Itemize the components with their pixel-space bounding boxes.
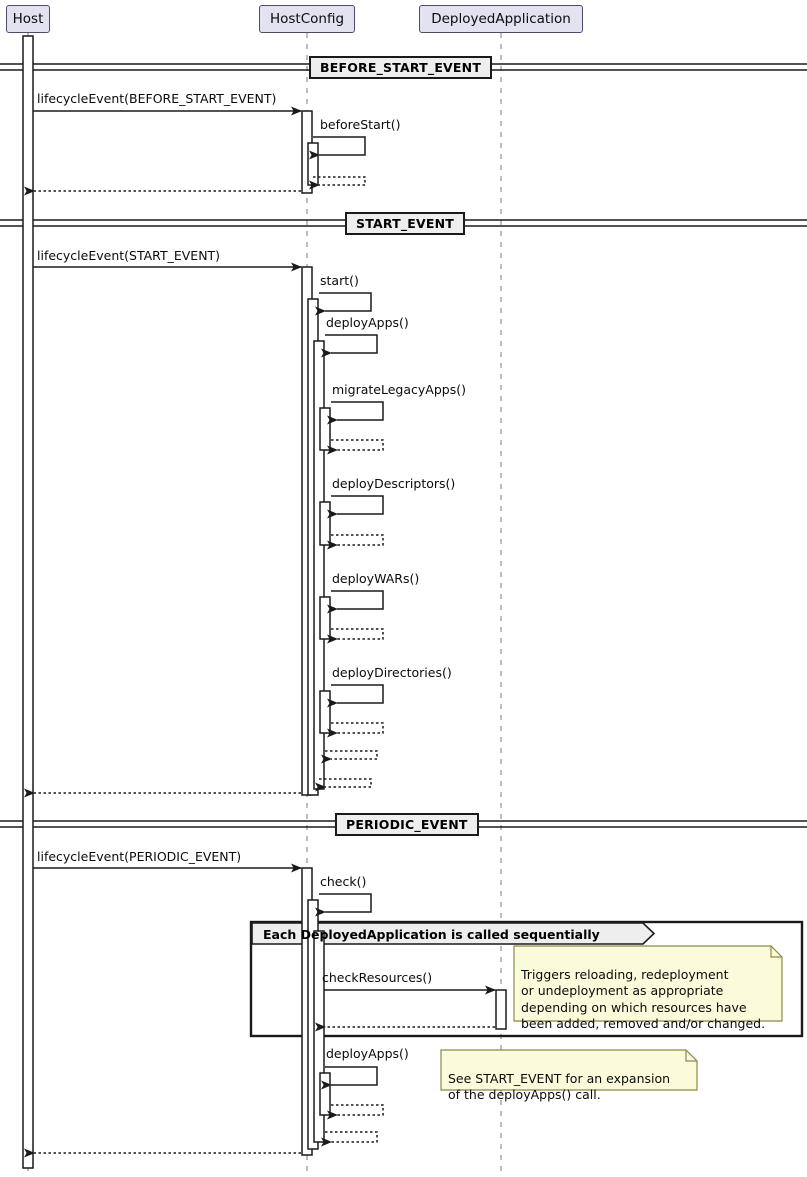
- message-label-lifecycle-periodic: lifecycleEvent(PERIODIC_EVENT): [37, 850, 241, 864]
- message-text: start(): [320, 273, 359, 288]
- divider-label-text: PERIODIC_EVENT: [346, 817, 468, 832]
- message-text: lifecycleEvent(START_EVENT): [37, 248, 221, 263]
- message-label-deployapps: deployApps(): [326, 316, 409, 330]
- dividers-group: [0, 63, 807, 828]
- message-label-before-start: beforeStart(): [320, 118, 401, 132]
- note-content: See START_EVENT for an expansion of the …: [448, 1070, 671, 1103]
- note-content: Triggers reloading, redeployment or unde…: [521, 966, 766, 1032]
- message-label-check: check(): [320, 875, 366, 889]
- group-title-text: Each DeployedApplication is called seque…: [263, 927, 600, 942]
- message-text: lifecycleEvent(BEFORE_START_EVENT): [37, 91, 277, 106]
- message-text: migrateLegacyApps(): [332, 382, 466, 397]
- divider-label-text: START_EVENT: [356, 216, 455, 231]
- divider-before-start-event: BEFORE_START_EVENT: [309, 56, 493, 79]
- message-text: check(): [320, 874, 367, 889]
- message-text: deployApps(): [326, 315, 409, 330]
- participant-host-top[interactable]: Host: [6, 5, 50, 33]
- note-text-deployapps: See START_EVENT for an expansion of the …: [448, 1054, 694, 1104]
- message-label-start: start(): [320, 274, 359, 288]
- message-text: deployApps(): [326, 1046, 409, 1061]
- message-label-deploydescriptors: deployDescriptors(): [332, 477, 455, 491]
- message-text: deployDescriptors(): [332, 476, 456, 491]
- activation-bars-group: [22, 35, 507, 1169]
- message-label-lifecycle-start: lifecycleEvent(START_EVENT): [37, 249, 220, 263]
- participant-label: DeployedApplication: [431, 11, 571, 27]
- message-label-deploydirectories: deployDirectories(): [332, 666, 452, 680]
- lifelines-group: [27, 33, 502, 1172]
- message-label-checkresources: checkResources(): [322, 971, 432, 985]
- divider-label-text: BEFORE_START_EVENT: [320, 60, 482, 75]
- message-label-lifecycle-before-start: lifecycleEvent(BEFORE_START_EVENT): [37, 92, 276, 106]
- divider-start-event: START_EVENT: [345, 212, 466, 235]
- groups-group: [249, 920, 804, 1038]
- message-text: beforeStart(): [320, 117, 401, 132]
- participant-label: HostConfig: [269, 11, 345, 27]
- group-title-each-deployedapplication: Each DeployedApplication is called seque…: [253, 924, 643, 945]
- message-text: checkResources(): [322, 970, 433, 985]
- message-text: deployWARs(): [332, 571, 420, 586]
- message-label-deploywars: deployWARs(): [332, 572, 419, 586]
- notes-group: [440, 945, 783, 1091]
- divider-periodic-event: PERIODIC_EVENT: [335, 813, 479, 836]
- message-text: deployDirectories(): [332, 665, 452, 680]
- participant-label: Host: [12, 11, 44, 27]
- note-text-checkresources: Triggers reloading, redeployment or unde…: [521, 950, 777, 1033]
- participant-deployedapplication-top[interactable]: DeployedApplication: [419, 5, 583, 33]
- message-label-deployapps-periodic: deployApps(): [326, 1047, 409, 1061]
- message-text: lifecycleEvent(PERIODIC_EVENT): [37, 849, 242, 864]
- messages-group: [24, 106, 496, 1158]
- participant-hostconfig-top[interactable]: HostConfig: [259, 5, 355, 33]
- message-label-migratelegacyapps: migrateLegacyApps(): [332, 383, 466, 397]
